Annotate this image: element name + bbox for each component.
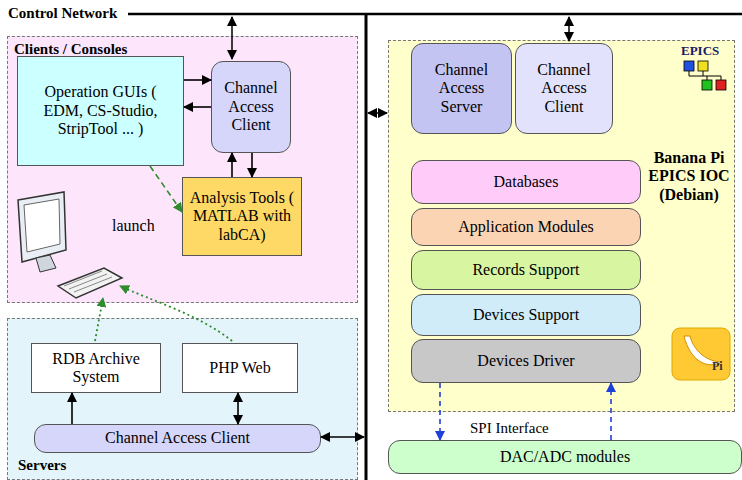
box-text: Analysis Tools ( MATLAB with labCA) [189,189,295,244]
layer-box: Devices Driver [411,339,641,383]
box-text: Records Support [472,261,579,279]
process-box: Operation GUIs ( EDM, CS-Studio, StripTo… [17,56,184,166]
process-box: PHP Web [182,343,298,393]
box-text: Databases [494,173,559,191]
process-box: Channel Access Client [515,43,613,134]
network-bus [128,13,742,16]
box-text: RDB Archive System [38,350,154,387]
layer-box: Records Support [411,250,641,290]
box-text: Channel Access Server [418,61,505,116]
network-backbone [365,13,368,480]
box-text: Devices Driver [477,352,574,370]
hardware-box: DAC/ADC modules [388,440,742,474]
process-box: Channel Access Server [411,43,512,134]
process-box: Analysis Tools ( MATLAB with labCA) [182,177,302,256]
logo-text: EPICS [681,44,719,58]
box-text: Channel Access Client [522,61,606,116]
logo-text: Pi [712,360,723,373]
group-panel: Banana Pi EPICS IOC (Debian) Channel Acce… [388,40,735,412]
box-text: Application Modules [458,218,594,236]
network-link [568,17,570,41]
panel-heading: Clients / Consoles [14,41,214,58]
process-box: Channel Access Client [34,424,321,453]
box-text: Channel Access Client [218,79,284,134]
process-box: Channel Access Client [211,61,291,153]
group-panel: Servers RDB Archive System PHP WebChannel … [7,318,358,480]
network-label: Control Network [8,5,117,22]
network-link [368,112,387,114]
box-text: DAC/ADC modules [500,448,630,466]
interface-label: SPI Interface [470,420,549,437]
layer-box: Devices Support [411,294,641,336]
process-box: RDB Archive System [31,343,161,393]
box-text: PHP Web [209,359,270,377]
panel-heading: Servers [18,457,138,474]
edge-label: launch [112,217,155,235]
layer-box: Databases [411,160,641,204]
layer-box: Application Modules [411,208,641,246]
box-text: Channel Access Client [105,429,250,447]
box-text: Devices Support [473,306,579,324]
box-text: Operation GUIs ( EDM, CS-Studio, StripTo… [24,83,177,138]
group-panel: Clients / ConsolesOperation GUIs ( EDM, … [7,36,358,303]
panel-heading: Banana Pi EPICS IOC (Debian) [647,149,731,204]
